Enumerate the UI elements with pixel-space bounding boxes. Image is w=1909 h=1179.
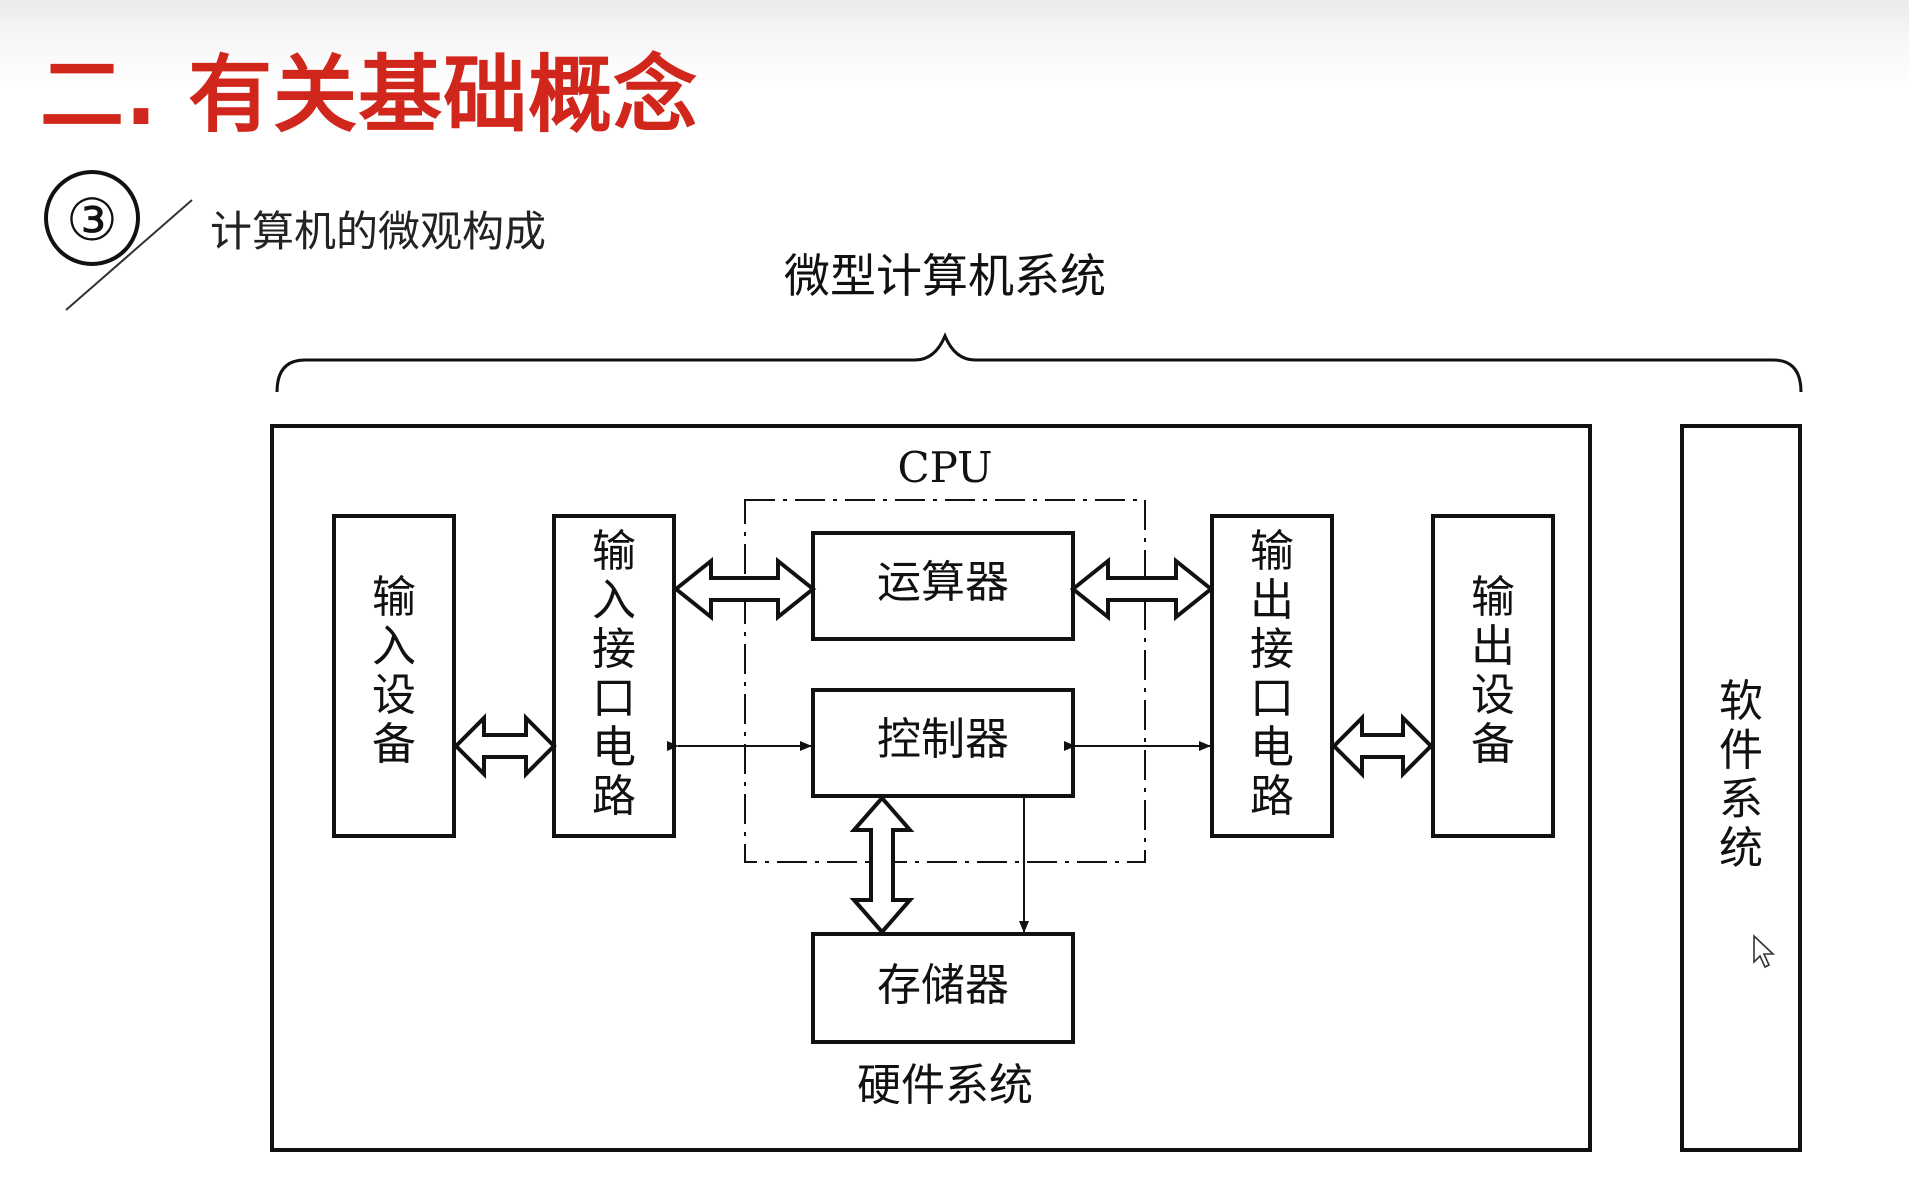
- cpu-boundary: [744, 499, 1146, 863]
- input-device-interface-arrow: [453, 713, 557, 779]
- control-unit-label: 控制器: [877, 714, 1009, 765]
- alu-label: 运算器: [877, 557, 1009, 608]
- output-interface-label: 输出接口电路: [1250, 526, 1294, 822]
- output-device-box: [1431, 514, 1555, 838]
- system-brace: [275, 332, 1803, 393]
- output-interface-device-arrow: [1331, 713, 1434, 779]
- alu-box: [811, 531, 1075, 641]
- input-interface-alu-arrow: [672, 556, 817, 622]
- section-number-circle: [44, 170, 140, 266]
- hardware-label: 硬件系统: [857, 1060, 1033, 1111]
- hardware-system-box: [270, 424, 1592, 1152]
- system-label: 微型计算机系统: [784, 249, 1106, 303]
- output-device-label: 输出设备: [1471, 572, 1515, 770]
- alu-output-interface-arrow: [1069, 556, 1215, 622]
- section-title: 计算机的微观构成: [210, 207, 547, 256]
- output-interface-box: [1210, 514, 1334, 838]
- memory-box: [811, 932, 1075, 1044]
- mouse-cursor-icon: [1753, 934, 1776, 969]
- control-memory-arrow: [849, 794, 915, 936]
- memory-label: 存储器: [877, 960, 1009, 1011]
- input-device-box: [332, 514, 456, 838]
- section-number: ③: [66, 186, 118, 254]
- input-device-label: 输入设备: [372, 572, 416, 770]
- section-divider-line: [65, 199, 193, 311]
- cpu-label: CPU: [897, 443, 992, 492]
- input-interface-box: [552, 514, 676, 838]
- input-interface-label: 输入接口电路: [592, 526, 636, 822]
- software-label: 软件系统: [1719, 676, 1763, 874]
- control-unit-box: [811, 688, 1075, 798]
- page-title: 二. 有关基础概念: [40, 46, 699, 144]
- software-system-box: [1680, 424, 1802, 1152]
